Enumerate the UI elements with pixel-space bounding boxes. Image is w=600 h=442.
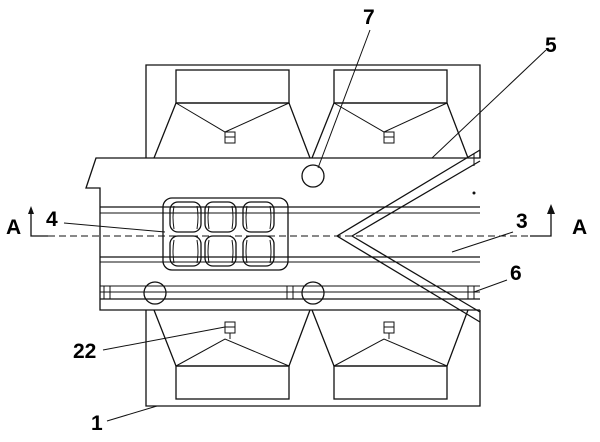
callout-3: 3 bbox=[516, 210, 528, 233]
package-r2c1 bbox=[169, 235, 202, 267]
package-r1c2 bbox=[204, 201, 237, 233]
roller-bottom-right bbox=[301, 281, 325, 305]
package-r1c1 bbox=[169, 201, 202, 233]
callout-4: 4 bbox=[46, 208, 58, 231]
top-hopper-left bbox=[153, 69, 311, 159]
outer-frame bbox=[145, 64, 481, 407]
callout-22: 22 bbox=[73, 340, 96, 363]
callout-1: 1 bbox=[91, 412, 103, 435]
callout-5: 5 bbox=[545, 34, 557, 57]
bottom-hopper-left bbox=[153, 309, 311, 400]
bottom-hopper-right bbox=[311, 309, 469, 400]
callout-7: 7 bbox=[363, 6, 375, 29]
leader-lines bbox=[63, 29, 547, 422]
callout-6: 6 bbox=[510, 262, 522, 285]
marker-dot bbox=[472, 191, 476, 195]
wedge-diverter bbox=[335, 149, 481, 323]
section-label-right: A bbox=[572, 216, 587, 239]
section-arrow-right bbox=[530, 204, 555, 237]
package-r1c3 bbox=[242, 201, 275, 233]
section-label-left: A bbox=[6, 216, 21, 239]
package-r2c3 bbox=[242, 235, 275, 267]
roller-bottom-left bbox=[143, 281, 167, 305]
package-r2c2 bbox=[204, 235, 237, 267]
section-arrow-left bbox=[28, 206, 48, 237]
top-hopper-right bbox=[311, 69, 469, 159]
roller-top bbox=[301, 164, 325, 188]
product-carrier bbox=[162, 197, 289, 271]
